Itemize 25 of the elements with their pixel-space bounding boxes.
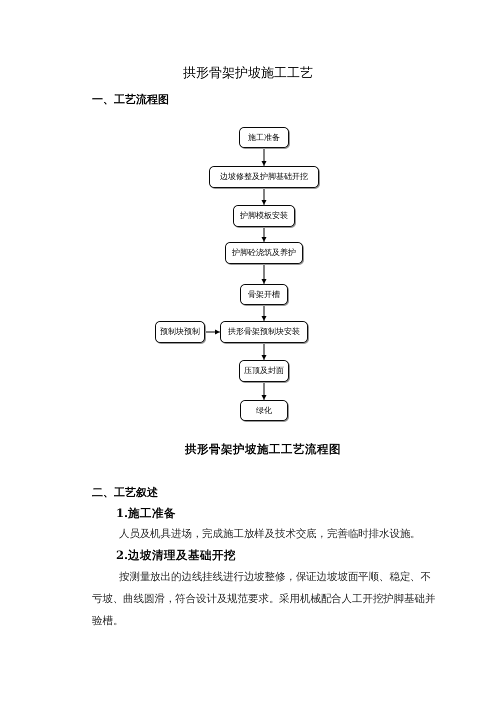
- page-title: 拱形骨架护坡施工工艺: [183, 66, 313, 82]
- arrow: [262, 264, 266, 284]
- arrow: [262, 382, 266, 400]
- arrow: [262, 342, 266, 360]
- subsection-heading: 1.施工准备: [116, 506, 176, 520]
- process-box: 护脚模板安装: [233, 205, 295, 227]
- paragraph: 人员及机具进场，完成施工放样及技术交底，完善临时排水设施。: [118, 527, 421, 542]
- process-box: 边坡修整及护脚基础开挖: [209, 166, 319, 188]
- process-box: 压顶及封面: [239, 360, 289, 382]
- arrow: [204, 330, 220, 334]
- section-heading: 一、工艺流程图: [92, 93, 169, 107]
- figure-caption: 拱形骨架护坡施工工艺流程图: [185, 442, 341, 457]
- process-box: 预制块预制: [155, 321, 205, 343]
- section-heading: 二、工艺叙述: [92, 486, 158, 500]
- arrow: [262, 148, 266, 166]
- subsection-heading: 2.边坡清理及基础开挖: [116, 548, 236, 562]
- process-box: 骨架开槽: [240, 284, 288, 305]
- process-box: 施工准备: [239, 127, 289, 148]
- process-box: 绿化: [240, 400, 288, 421]
- arrow: [262, 226, 266, 242]
- arrow: [262, 304, 266, 322]
- arrow: [262, 188, 266, 206]
- paragraph: 按测量放出的边线挂线进行边坡整修，保证边坡坡面平顺、稳定、不亏坡、曲线圆滑，符合设计及规范要求。采用机械配合人工开挖护脚基础并验槽。: [92, 570, 436, 629]
- process-box: 护脚砼浇筑及养护: [225, 242, 303, 264]
- process-box: 拱形骨架预制块安装: [220, 321, 308, 343]
